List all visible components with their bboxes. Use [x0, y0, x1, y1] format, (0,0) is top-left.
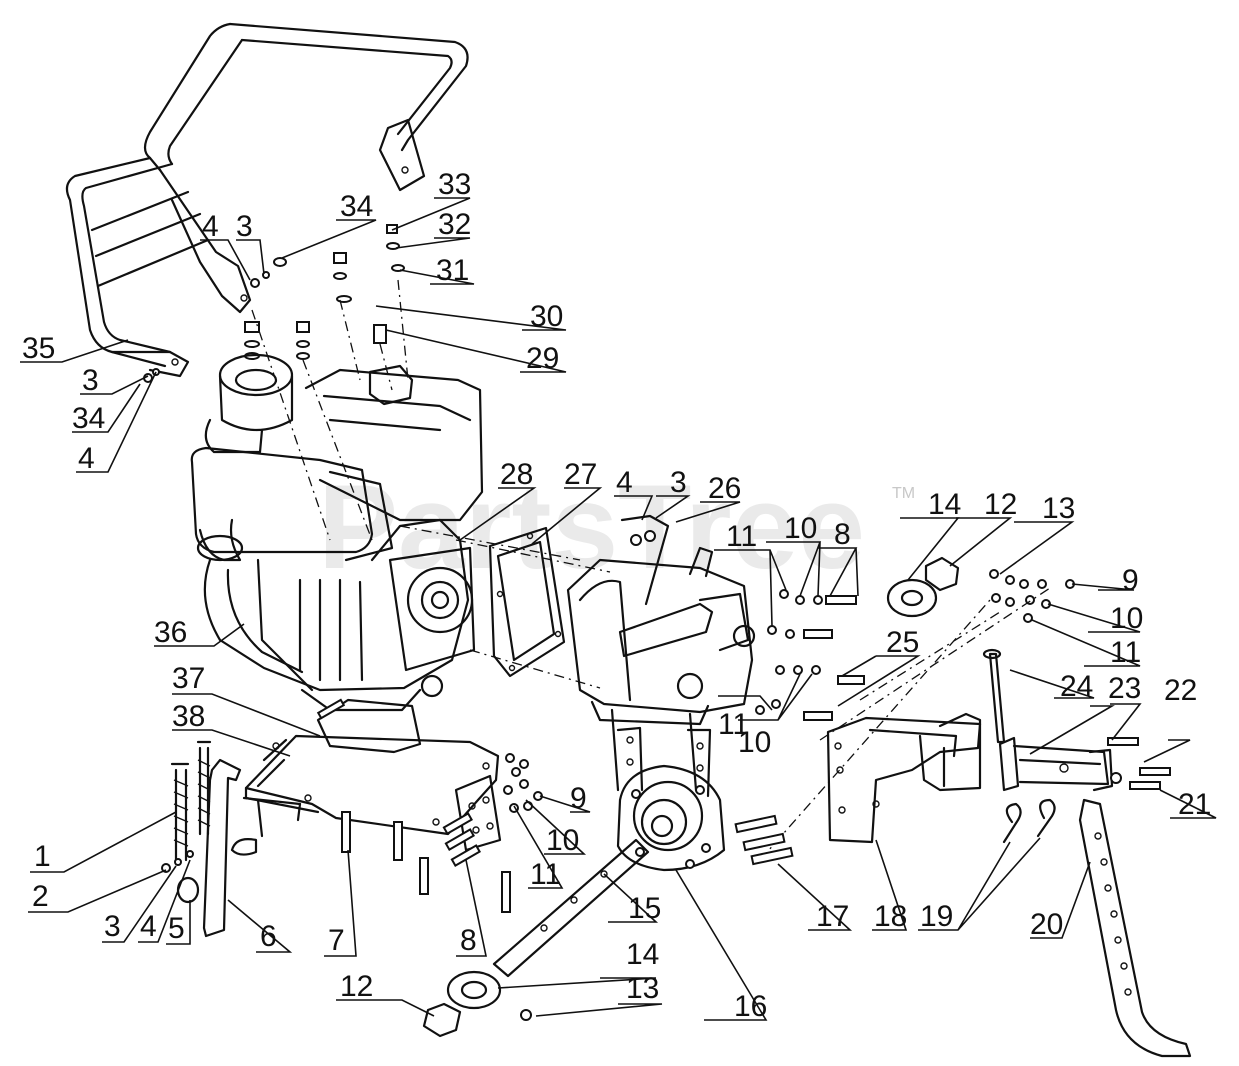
callout-24: 24 [1060, 670, 1093, 703]
callout-9: 9 [570, 782, 587, 815]
engine-base-plate [244, 734, 502, 852]
callout-3-left: 3 [82, 364, 99, 397]
hitch-pin [982, 648, 1006, 744]
right-fasteners [755, 575, 1075, 721]
callout-35: 35 [22, 332, 55, 365]
axle-shaft [492, 838, 650, 978]
callout-14-right: 14 [928, 488, 961, 521]
callout-9-right: 9 [1122, 564, 1139, 597]
callout-14: 14 [626, 938, 659, 971]
drag-bar [1078, 798, 1192, 1058]
callout-13: 13 [626, 972, 659, 1005]
callout-12-right: 12 [984, 488, 1017, 521]
callout-10: 10 [546, 824, 579, 857]
callout-21: 21 [1178, 788, 1211, 821]
stand-assembly [161, 740, 302, 938]
callout-4-top: 4 [202, 210, 219, 243]
hair-pin-clips [1002, 798, 1056, 844]
callout-33: 33 [438, 168, 471, 201]
callout-7: 7 [328, 924, 345, 957]
callout-29: 29 [526, 342, 559, 375]
callout-4-gearbox: 4 [616, 466, 633, 499]
base-bolts [341, 753, 543, 913]
callout-27: 27 [564, 458, 597, 491]
callout-3-gearbox: 3 [670, 466, 687, 499]
callout-18: 18 [874, 900, 907, 933]
watermark-text: PartsTree [318, 460, 865, 594]
callout-11-lower: 11 [718, 708, 749, 741]
callout-34-top: 34 [340, 190, 373, 223]
callout-10-upper: 10 [784, 512, 817, 545]
callout-6: 6 [260, 920, 277, 953]
callout-3: 3 [104, 910, 121, 943]
callout-13-right: 13 [1042, 492, 1075, 525]
bottom-wheel-fasteners [422, 556, 999, 1038]
callout-37: 37 [172, 662, 205, 695]
callout-11-upper: 11 [726, 520, 757, 553]
engine [190, 353, 484, 712]
callout-36: 36 [154, 616, 187, 649]
top-fasteners [143, 224, 409, 541]
callout-38: 38 [172, 700, 205, 733]
callout-17: 17 [816, 900, 849, 933]
callout-22: 22 [1164, 674, 1197, 707]
callout-11-right: 11 [1110, 636, 1141, 669]
wheel-hub [616, 764, 726, 872]
callout-2: 2 [32, 880, 49, 913]
callout-23: 23 [1108, 672, 1141, 705]
hitch-bracket [759, 587, 1051, 861]
engine-mount-bracket [316, 698, 422, 754]
callout-25: 25 [886, 626, 919, 659]
handlebar-frame [65, 22, 469, 378]
callout-19: 19 [920, 900, 953, 933]
watermark: PartsTree TM [318, 460, 915, 594]
callout-8-upper: 8 [834, 518, 851, 551]
callout-8: 8 [460, 924, 477, 957]
callout-5: 5 [168, 912, 185, 945]
callout-3-top: 3 [236, 210, 253, 243]
callout-11: 11 [530, 858, 561, 891]
long-bolts [734, 814, 794, 866]
callout-30: 30 [530, 300, 563, 333]
callout-4: 4 [140, 910, 157, 943]
callout-12: 12 [340, 970, 373, 1003]
callout-28: 28 [500, 458, 533, 491]
callout-10-right: 10 [1110, 602, 1143, 635]
callout-1: 1 [34, 840, 51, 873]
gearbox [566, 514, 756, 798]
callout-4-left: 4 [78, 442, 95, 475]
callout-20: 20 [1030, 908, 1063, 941]
callout-15: 15 [628, 892, 661, 925]
callout-32: 32 [438, 208, 471, 241]
callout-16: 16 [734, 990, 767, 1023]
callout-34-left: 34 [72, 402, 105, 435]
callout-31: 31 [436, 254, 469, 287]
callout-10-lower: 10 [738, 726, 771, 759]
callout-26: 26 [708, 472, 741, 505]
hitch-adapter [998, 736, 1171, 792]
watermark-trademark: TM [892, 485, 915, 502]
callout-labels: 1 2 3 4 5 6 7 8 9 10 11 12 13 14 15 16 1… [22, 168, 1211, 1023]
leader-lines [20, 197, 1217, 1021]
